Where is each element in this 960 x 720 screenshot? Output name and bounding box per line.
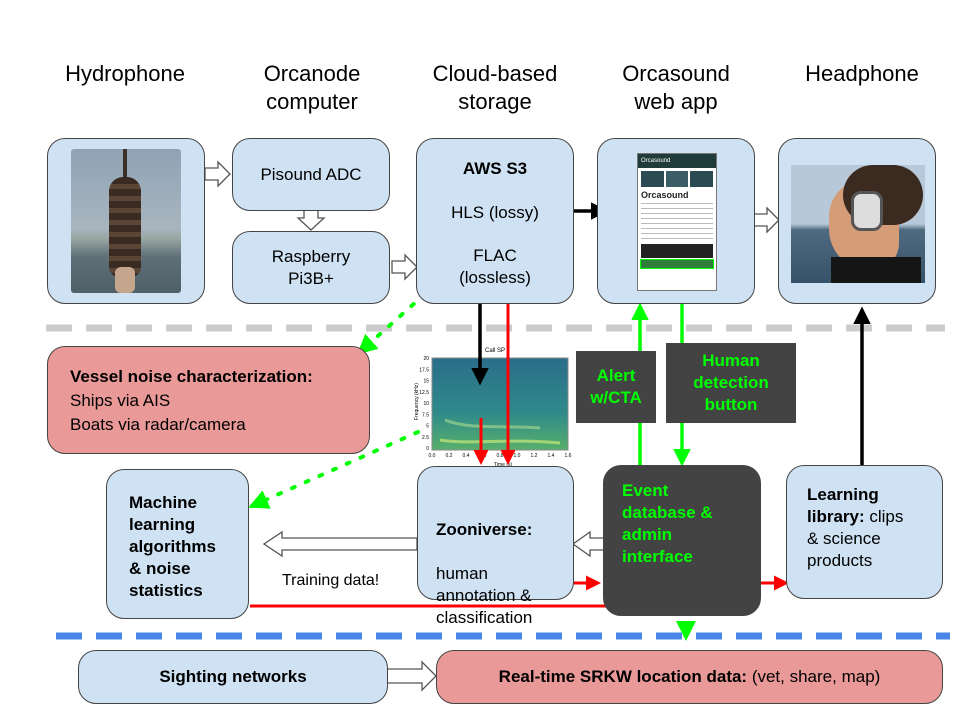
webapp-screenshot: Orcasound Orcasound: [637, 153, 717, 291]
spectrogram-ylabel: Frequency (kHz): [414, 383, 420, 420]
header-hydrophone: Hydrophone: [65, 61, 185, 86]
vessel-noise-ships: Ships via AIS: [70, 391, 171, 410]
webapp-app-bar: Orcasound: [638, 154, 716, 168]
ml-box: Machine learning algorithms & noise stat…: [106, 469, 249, 619]
spectrogram-ytick: 5: [426, 424, 429, 430]
dotted-arrow-spectrogram-to-ml: [248, 430, 420, 509]
hydrophone-box: [47, 138, 205, 304]
hollow-arrow-zoo-to-ml: [262, 530, 418, 558]
ml-label: Machine learning algorithms & noise stat…: [129, 493, 216, 600]
learning-library-body: clips & science products: [807, 507, 904, 570]
spectrogram-xtick: 1.0: [514, 453, 521, 459]
pisound-adc-box: Pisound ADC: [232, 138, 390, 211]
hollow-arrow-hydrophone-to-pisound: [204, 160, 231, 188]
flac-label: FLAC (lossless): [459, 246, 531, 287]
aws-s3-box: AWS S3 HLS (lossy) FLAC (lossless): [416, 138, 574, 304]
spectrogram-ytick: 0: [426, 446, 429, 452]
learning-library-box: Learning library: clips & science produc…: [786, 465, 943, 599]
spectrogram-xlabel: Time (s): [494, 462, 512, 468]
spectrogram-title: Call SP: [485, 348, 505, 354]
sighting-networks-box: Sighting networks: [78, 650, 388, 704]
alert-cta-label: Alert w/CTA: [576, 351, 656, 423]
spectrogram-ytick: 17.5: [419, 367, 429, 373]
raspberry-pi-label: Raspberry Pi3B+: [271, 246, 351, 288]
realtime-srkw-title: Real-time SRKW location data:: [498, 667, 748, 686]
hls-label: HLS (lossy): [451, 203, 539, 222]
zooniverse-box: Zooniverse: human annotation & classific…: [417, 466, 574, 627]
pisound-adc-label: Pisound ADC: [260, 164, 362, 184]
spectrogram-ytick: 20: [423, 356, 429, 362]
learning-library-title: Learning library:: [807, 485, 879, 526]
human-detection-label: Human detection button: [666, 343, 796, 423]
hollow-arrow-event-to-zoo: [571, 530, 605, 558]
vessel-noise-title: Vessel noise characterization:: [70, 367, 313, 386]
vessel-noise-box: Vessel noise characterization: Ships via…: [47, 346, 370, 454]
spectrogram-ytick: 15: [423, 379, 429, 385]
spectrogram-xtick: 0.4: [463, 453, 470, 459]
hollow-arrow-sighting-to-realtime: [385, 660, 437, 692]
spectrogram-xtick: 1.4: [548, 453, 555, 459]
realtime-srkw-body: (vet, share, map): [747, 667, 881, 686]
webapp-app-name: Orcasound: [641, 158, 671, 164]
sighting-networks-label: Sighting networks: [159, 667, 307, 686]
hydrophone-photo: [71, 149, 181, 293]
spectrogram-xtick: 0.8: [497, 453, 504, 459]
realtime-srkw-box: Real-time SRKW location data: (vet, shar…: [436, 650, 943, 704]
header-webapp: Orcasound web app: [622, 61, 730, 114]
hollow-arrow-raspberry-to-aws: [391, 253, 418, 281]
event-database-box: Event database & admin interface: [603, 465, 761, 616]
headphone-photo: [791, 165, 925, 283]
vessel-noise-boats: Boats via radar/camera: [70, 415, 246, 434]
spectrogram-ytick: 2.5: [422, 435, 429, 441]
zooniverse-body: human annotation & classification: [436, 564, 533, 627]
spectrogram-plot: Call SP Frequency (kHz) Time (s) 20 17.5 1…: [414, 348, 572, 468]
spectrogram-xtick: 0.0: [429, 453, 436, 459]
webapp-heading: Orcasound: [641, 190, 689, 200]
raspberry-pi-box: Raspberry Pi3B+: [232, 231, 390, 304]
header-storage: Cloud-based storage: [432, 61, 558, 114]
spectrogram-xtick: 1.6: [565, 453, 572, 459]
event-database-label: Event database & admin interface: [622, 481, 713, 566]
zooniverse-title: Zooniverse:: [436, 520, 533, 539]
hollow-arrow-pisound-to-raspberry: [296, 209, 326, 231]
header-orcanode: Orcanode computer: [263, 61, 361, 114]
spectrogram-xtick: 1.2: [531, 453, 538, 459]
spectrogram-ytick: 12.5: [419, 390, 429, 396]
header-headphone: Headphone: [805, 61, 919, 86]
spectrogram-ytick: 7.5: [422, 412, 429, 418]
hollow-arrow-webapp-to-headphone: [753, 206, 780, 234]
spectrogram-ytick: 10: [423, 401, 429, 407]
spectrogram-xtick: 0.2: [446, 453, 453, 459]
training-data-label: Training data!: [282, 572, 380, 589]
aws-s3-title: AWS S3: [462, 159, 528, 178]
headphone-box: [778, 138, 936, 304]
webapp-box: Orcasound Orcasound: [597, 138, 755, 304]
